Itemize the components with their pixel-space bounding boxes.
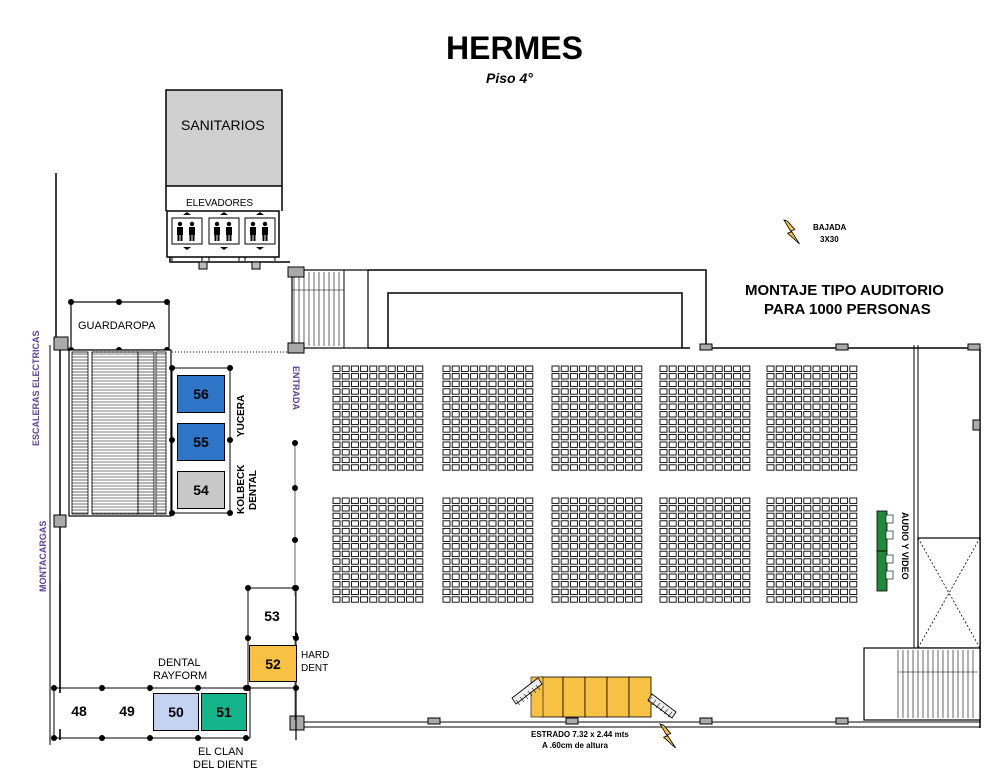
seat-block (442, 365, 534, 471)
estrado-label-2: A .60cm de altura (542, 741, 608, 750)
elevator-icon (171, 212, 203, 250)
montaje-label-1: MONTAJE TIPO AUDITORIO (745, 282, 944, 299)
bajada-label-2: 3X30 (820, 235, 839, 244)
elevator-icon (208, 212, 240, 250)
elevadores-label: ELEVADORES (186, 198, 254, 209)
stage (511, 676, 677, 719)
sanitarios-room (165, 89, 283, 187)
lightning-icon (783, 219, 800, 245)
seat-block (766, 365, 858, 471)
elevator-icon (244, 212, 276, 250)
booth-50[interactable]: 50 (153, 693, 199, 731)
exhibitor-hard-1: HARD (301, 650, 330, 661)
lightning-icon (659, 723, 676, 749)
exhibitor-kolbeck-2: DENTAL (248, 470, 259, 510)
exhibitor-yucera: YUCERA (236, 394, 247, 437)
seat-block (332, 497, 424, 603)
booth-56[interactable]: 56 (177, 375, 225, 413)
booth-48[interactable]: 48 (57, 693, 101, 729)
exhibitor-hard-2: DENT (301, 663, 329, 674)
exhibitor-kolbeck-1: KOLBECK (236, 464, 247, 514)
seat-block (442, 497, 534, 603)
seating-area (332, 365, 858, 603)
booth-55[interactable]: 55 (177, 423, 225, 461)
seat-block (766, 497, 858, 603)
booth-53[interactable]: 53 (249, 596, 295, 636)
exhibitor-rayform-2: RAYFORM (153, 670, 208, 682)
booth-51[interactable]: 51 (201, 693, 247, 731)
montaje-label-2: PARA 1000 PERSONAS (764, 301, 931, 318)
seat-block (551, 365, 643, 471)
seat-block (659, 365, 751, 471)
audio-video-label: AUDIO Y VIDEO (900, 512, 910, 580)
montacargas-label: MONTACARGAS (38, 520, 48, 592)
escalators (68, 349, 172, 517)
guardaropa-area (70, 301, 170, 351)
page-subtitle: Piso 4° (486, 70, 533, 86)
escaleras-label: ESCALERAS ELECTRICAS (31, 330, 41, 446)
audio-video-booth (876, 510, 894, 552)
audio-video-booth (876, 550, 894, 592)
page-title: HERMES (446, 30, 583, 66)
seat-block (659, 497, 751, 603)
estrado-label-1: ESTRADO 7.32 x 2.44 mts (531, 730, 629, 739)
exhibitor-clan-1: EL CLAN (198, 746, 244, 758)
booth-54[interactable]: 54 (177, 471, 225, 509)
sanitarios-label: SANITARIOS (181, 117, 265, 133)
seat-block (551, 497, 643, 603)
exhibitor-rayform-1: DENTAL (158, 657, 201, 669)
entrada-label: ENTRADA (291, 366, 301, 410)
guardaropa-label: GUARDAROPA (78, 320, 156, 332)
exhibitor-clan-2: DEL DIENTE (193, 759, 258, 771)
booth-49[interactable]: 49 (105, 693, 149, 729)
seat-block (332, 365, 424, 471)
booth-52[interactable]: 52 (249, 645, 297, 682)
bajada-label-1: BAJADA (813, 223, 847, 232)
